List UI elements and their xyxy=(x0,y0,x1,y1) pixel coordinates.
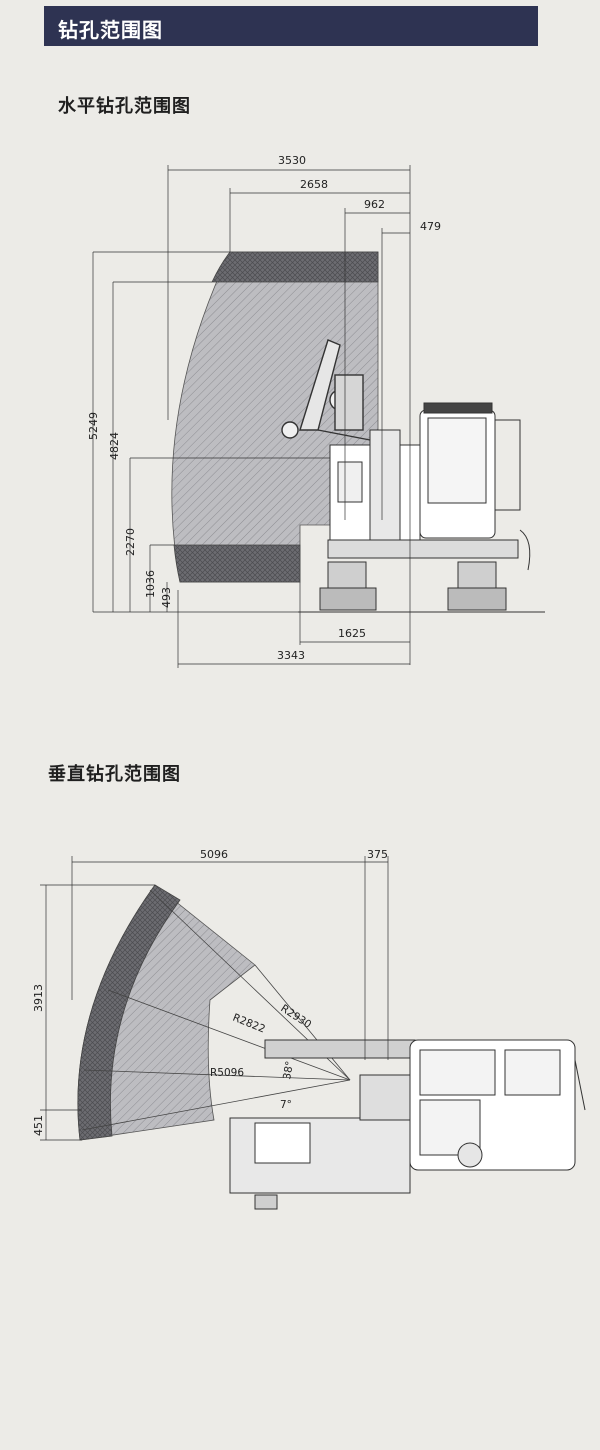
horizontal-bottom-band xyxy=(173,544,301,583)
v-radius-5096: R5096 xyxy=(210,1067,244,1079)
h-dim-4824: 4824 xyxy=(108,432,121,460)
header-title: 钻孔范围图 xyxy=(58,18,163,42)
h-dim-5249: 5249 xyxy=(87,412,100,440)
horizontal-top-band xyxy=(211,251,379,283)
h-dim-1036: 1036 xyxy=(144,570,157,598)
horizontal-diagram: 3530 2658 962 479 5249 4824 2270 1036 49… xyxy=(87,154,545,668)
horizontal-boom xyxy=(281,339,371,441)
horizontal-section-title: 水平钻孔范围图 xyxy=(58,96,191,117)
v-angle-38: 38° xyxy=(281,1060,296,1080)
h-dim-962: 962 xyxy=(364,198,385,211)
v-dim-375: 375 xyxy=(367,848,388,861)
h-dim-3343: 3343 xyxy=(277,649,305,662)
v-dim-451: 451 xyxy=(32,1115,45,1136)
v-radius-2822: R2822 xyxy=(231,1012,267,1036)
h-dim-2270: 2270 xyxy=(124,528,137,556)
vertical-section-title: 垂直钻孔范围图 xyxy=(48,764,181,785)
h-dim-3530: 3530 xyxy=(278,154,306,167)
v-dim-3913: 3913 xyxy=(32,984,45,1012)
vertical-diagram: R2930 R2822 R5096 38° 7° xyxy=(32,848,586,1210)
h-dim-493: 493 xyxy=(160,587,173,608)
vertical-machine xyxy=(229,1039,586,1210)
vertical-fan-band xyxy=(77,884,181,1141)
h-dim-479: 479 xyxy=(420,220,441,233)
h-dim-2658: 2658 xyxy=(300,178,328,191)
h-dim-1625: 1625 xyxy=(338,627,366,640)
v-angle-7: 7° xyxy=(280,1099,292,1111)
v-dim-5096: 5096 xyxy=(200,848,228,861)
header-banner: 钻孔范围图 xyxy=(44,6,538,46)
